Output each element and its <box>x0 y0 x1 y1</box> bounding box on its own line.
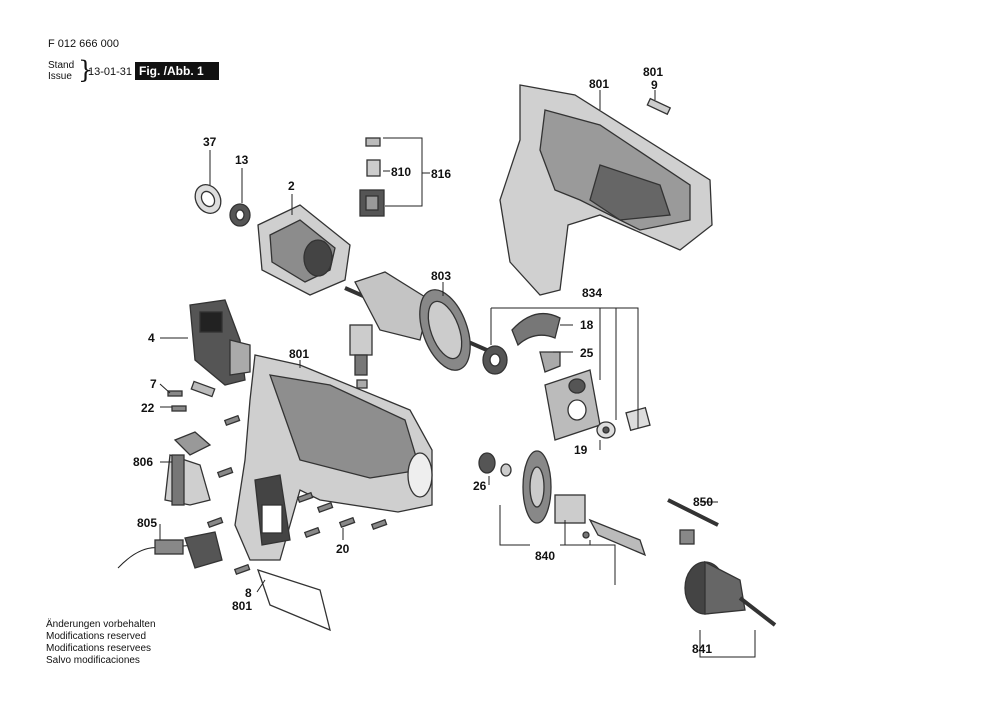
label-810: 810 <box>391 165 411 179</box>
gear-cover-group-part <box>511 312 651 441</box>
label-4: 4 <box>148 331 155 345</box>
bearing-cap-part <box>194 184 222 214</box>
label-816: 816 <box>431 167 451 181</box>
leader-lines <box>159 90 756 658</box>
gear-train-part <box>478 450 647 557</box>
label-22: 22 <box>141 401 155 415</box>
label-840: 840 <box>535 549 555 563</box>
label-7: 7 <box>150 377 157 391</box>
label-13: 13 <box>235 153 249 167</box>
bearing-part <box>229 203 251 227</box>
power-cord-part <box>117 531 223 569</box>
armature-part <box>344 271 508 375</box>
brace-symbol: } <box>78 56 94 84</box>
label-25: 25 <box>580 346 594 360</box>
label-801-main-housing: 801 <box>289 347 309 361</box>
label-37: 37 <box>203 135 217 149</box>
rear-housing-part <box>499 84 713 296</box>
issue-date: 13-01-31 <box>88 66 133 78</box>
stator-part <box>257 204 351 296</box>
label-801-rear-housing: 801 <box>589 77 609 91</box>
note-french: Modifications reservees <box>46 643 152 654</box>
label-806: 806 <box>133 455 153 469</box>
label-8: 8 <box>245 586 252 600</box>
screw-set-part <box>167 380 388 576</box>
label-803: 803 <box>431 269 451 283</box>
label-9: 9 <box>651 78 658 92</box>
label-805: 805 <box>137 516 157 530</box>
modification-notes: Änderungen vorbehalten Modifications res… <box>46 619 156 667</box>
stand-issue-label: Stand Issue <box>48 60 74 82</box>
label-20: 20 <box>336 542 350 556</box>
nameplate-part <box>256 568 331 632</box>
label-26: 26 <box>473 479 487 493</box>
label-850: 850 <box>693 495 713 509</box>
issue-label: Issue <box>48 71 72 82</box>
carbon-brush-set-part <box>359 137 385 217</box>
chuck-key-part <box>667 498 719 545</box>
note-german: Änderungen vorbehalten <box>46 619 156 630</box>
auxiliary-handle-part <box>164 431 212 506</box>
document-number: F 012 666 000 <box>48 38 119 50</box>
part-labels: 37 13 2 810 816 801 801 9 803 834 18 25 … <box>133 65 713 656</box>
main-housing-part <box>234 354 433 561</box>
label-841: 841 <box>692 642 712 656</box>
brush-holder-part <box>349 324 373 389</box>
label-18: 18 <box>580 318 594 332</box>
label-801-nameplate: 801 <box>232 599 252 613</box>
label-19: 19 <box>574 443 588 457</box>
stand-label: Stand <box>48 60 75 71</box>
note-spanish: Salvo modificaciones <box>46 655 140 666</box>
note-english: Modifications reserved <box>46 631 147 642</box>
drill-chuck-part <box>684 560 777 627</box>
label-2: 2 <box>288 179 295 193</box>
pin-part <box>646 97 672 116</box>
figure-label: Fig. /Abb. 1 <box>135 62 219 80</box>
label-801-pin: 801 <box>643 65 663 79</box>
switch-part <box>189 299 251 386</box>
label-834: 834 <box>582 286 602 300</box>
